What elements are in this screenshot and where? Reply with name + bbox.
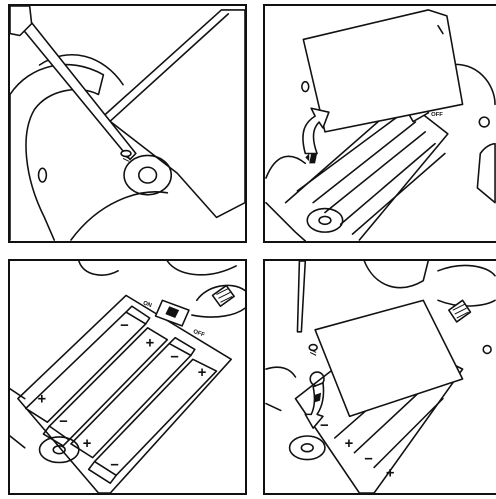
battery-2-plus-label: + (345, 436, 354, 452)
screw-hole (319, 216, 331, 224)
screw-icon (309, 345, 317, 356)
step-2-lift-cover-panel: OFF (263, 4, 496, 243)
housing-top-edge (364, 261, 428, 288)
power-switch (156, 300, 189, 326)
mounting-hole-right (483, 346, 491, 354)
battery-1-plus-label: + (38, 392, 47, 408)
battery-2-minus-label: − (59, 414, 68, 430)
battery-4-plus-label: + (386, 465, 395, 481)
switch-on-label: ON (142, 300, 152, 309)
device-body-outline (10, 65, 103, 240)
housing-edge (71, 192, 167, 240)
mounting-hole (39, 168, 47, 182)
arrow-tail (305, 153, 317, 163)
screw-boss (124, 155, 171, 194)
battery-3-minus-label: − (170, 349, 179, 365)
step-2-illustration: OFF (265, 6, 496, 241)
screw-boss (40, 437, 79, 463)
battery-3-plus-label: + (83, 436, 92, 452)
speaker-grille-icon (449, 300, 471, 322)
device-body-outline (266, 367, 295, 410)
step-4-illustration: − + − + (265, 261, 496, 493)
device-body-outline (266, 156, 305, 241)
battery-3-minus-label: − (364, 452, 373, 468)
screw-boss (290, 436, 325, 460)
step-3-insert-batteries-panel: ON OFF + − − + + − − + (8, 259, 247, 495)
side-knob-outline (438, 265, 495, 306)
switch-off-label: OFF (431, 112, 443, 118)
device-body-outline (10, 389, 25, 448)
screw-hole (139, 167, 157, 183)
mounting-hole (479, 117, 489, 127)
battery-1-minus-label: − (320, 418, 329, 434)
screwdriver-shaft (297, 261, 305, 332)
screwdriver-shaft (20, 18, 136, 160)
step-1-remove-screw-panel (8, 4, 247, 243)
battery-cover (103, 10, 245, 217)
step-1-illustration (10, 6, 245, 241)
battery-4-minus-label: − (110, 457, 119, 473)
side-knob (477, 144, 495, 203)
battery-2-plus-label: + (146, 336, 155, 352)
battery-1-minus-label: − (120, 318, 129, 334)
speaker-grille-icon (213, 286, 235, 307)
battery-4-plus-label: + (198, 365, 207, 381)
step-3-illustration: ON OFF + − − + + − − + (10, 261, 245, 493)
housing-top-edges (79, 261, 236, 275)
screw-hole (301, 444, 313, 452)
cover-hole (302, 82, 309, 92)
step-4-replace-cover-panel: − + − + (263, 259, 496, 495)
